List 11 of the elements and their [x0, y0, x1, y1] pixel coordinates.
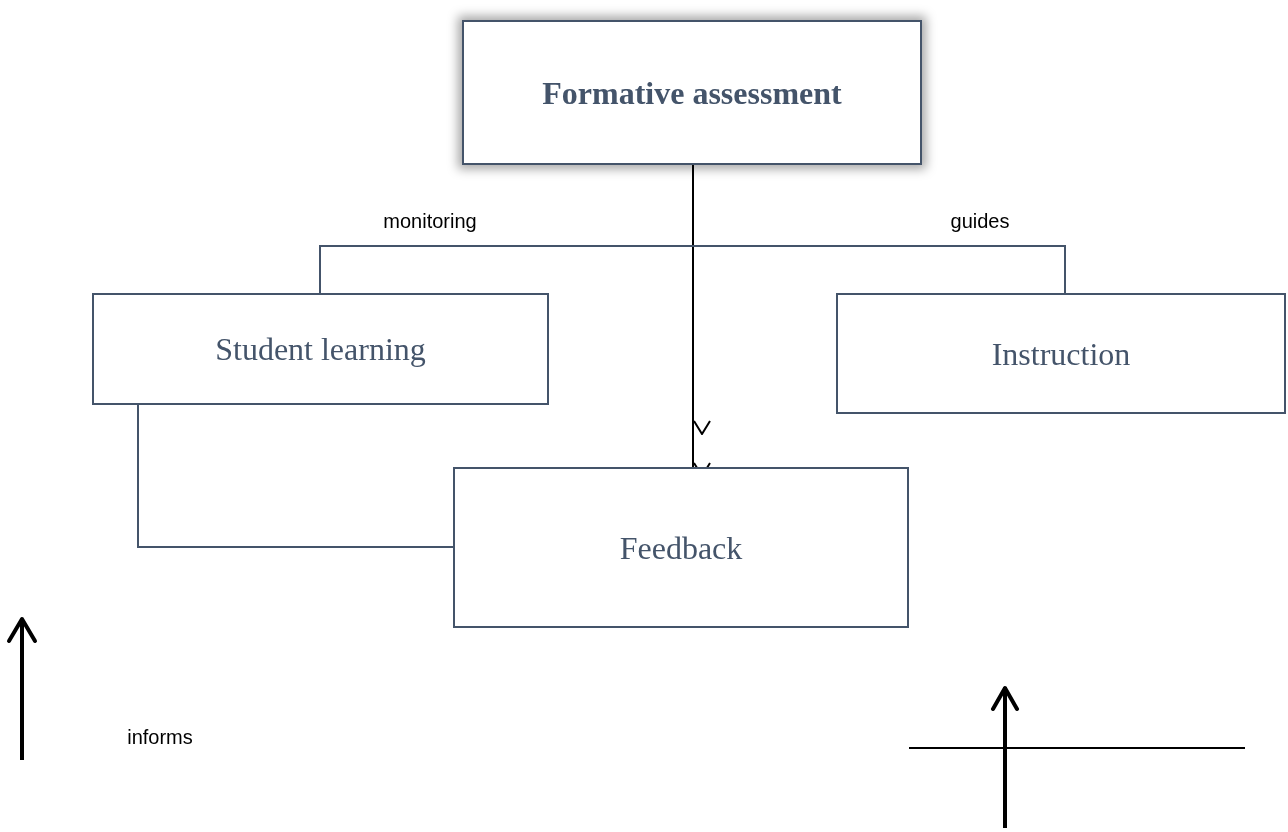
box-title: Feedback — [619, 528, 743, 568]
box-title: Formative assessment — [542, 73, 842, 113]
concept-box — [462, 20, 922, 165]
box-title: Student learning — [215, 330, 426, 369]
connector-line — [137, 404, 454, 548]
concept-box — [92, 293, 549, 405]
arrow — [692, 164, 711, 468]
connector-line — [319, 245, 1066, 294]
concept-box — [453, 467, 909, 628]
box-title: Instruction — [991, 334, 1131, 374]
concept-box — [836, 293, 1286, 414]
